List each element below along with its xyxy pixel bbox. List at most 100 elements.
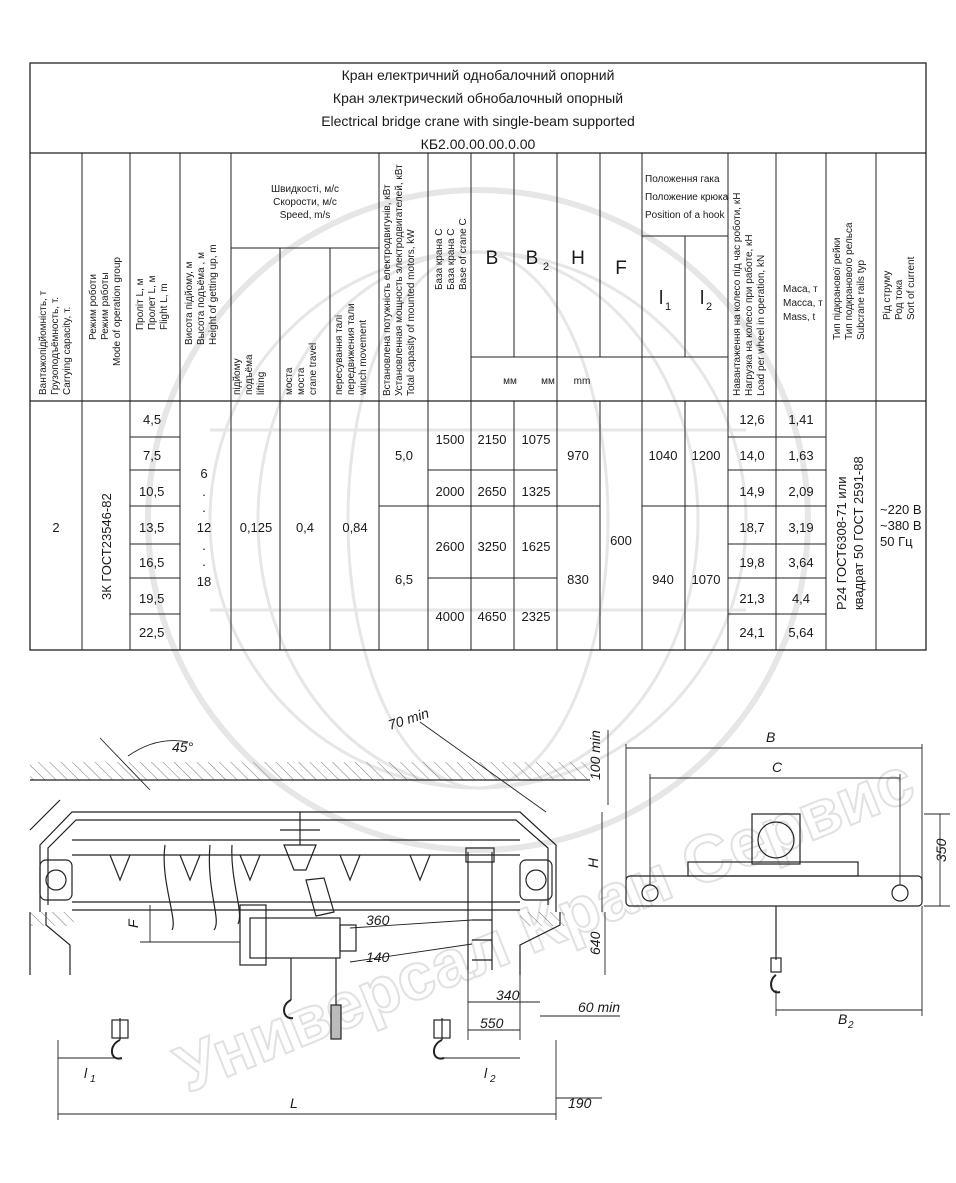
cell-mass-list: 1,41 1,63 2,09 3,19 3,64 4,4 5,64: [788, 412, 813, 640]
cell-span: 22,5: [139, 625, 164, 640]
cell-mass: 3,64: [788, 555, 813, 570]
dim-f: F: [125, 918, 141, 928]
dim-c: C: [772, 759, 783, 775]
cell-load-list: 12,6 14,0 14,9 18,7 19,8 21,3 24,1: [739, 412, 764, 640]
hdr-mode-en: Mode of operation group: [112, 257, 123, 366]
cell-span: 10,5: [139, 484, 164, 499]
hdr-col-b: B: [486, 248, 499, 269]
hdr-col-b2-sub: 2: [543, 261, 549, 273]
hdr-col-b2: B: [526, 248, 539, 269]
table-title: Кран електричний однобалочний опорний Кр…: [321, 67, 635, 152]
cell-b: 4650: [478, 609, 507, 624]
hdr-unit-mm-2: мм: [541, 376, 555, 387]
hdr-load-uk: Навантаження на колесо під час роботи, к…: [731, 193, 743, 396]
dim-l2: l: [484, 1065, 488, 1081]
dim-100-min: 100 min: [587, 730, 603, 780]
cell-mass: 5,64: [788, 625, 813, 640]
dim-640: 640: [587, 931, 603, 955]
cell-power: 5,0: [395, 448, 413, 463]
hdr-hook-uk: Положення гака: [645, 174, 720, 185]
cell-base-group: 1500 2150 1075 2000 2650 1325 2600 3250 …: [436, 432, 551, 624]
dim-l1: l: [84, 1065, 88, 1081]
cell-l1: 940: [652, 572, 674, 587]
hdr-speed-crane-ru: моста: [296, 367, 307, 395]
cell-span: 16,5: [139, 555, 164, 570]
cell-load: 19,8: [739, 555, 764, 570]
hdr-power-en: Total capasity of mounted motors, kW: [406, 229, 417, 396]
cell-spans: 4,5 7,5 10,5 13,5 16,5 19,5 22,5: [139, 412, 164, 640]
hdr-speed-lift-en: lifting: [256, 372, 267, 395]
dim-60-min: 60 min: [578, 999, 620, 1015]
hdr-speed-hoist-uk: пересування талі: [334, 315, 345, 395]
table-body: 2 3К ГОСТ23546-82 4,5 7,5 10,5 13,5 16,5…: [52, 412, 921, 640]
watermark: Универсал Кран Сервис: [145, 187, 925, 1107]
hdr-current-en: Sort of current: [906, 256, 917, 320]
cell-load: 18,7: [739, 520, 764, 535]
cell-current-line: ~380 В: [880, 518, 922, 533]
cell-h: 830: [567, 572, 589, 587]
hdr-col-l2: l: [700, 288, 704, 309]
side-view-labels: B C 350 B 2: [766, 729, 949, 1031]
front-view-labels: 45° 70 min 100 min H F 360 140 640 340 5…: [84, 705, 620, 1111]
cell-speed-hoist: 0,84: [342, 520, 367, 535]
dim-b2-sub: 2: [847, 1020, 854, 1031]
cell-mass: 3,19: [788, 520, 813, 535]
cell-mode: 3К ГОСТ23546-82: [99, 493, 114, 600]
hdr-mass-ru: Масса, т: [783, 298, 823, 309]
cell-height-value: .: [202, 500, 206, 515]
front-view-dimensions: [57, 721, 620, 1120]
cell-height-value: 18: [197, 574, 211, 589]
cell-b: 2150: [478, 432, 507, 447]
cell-span: 7,5: [143, 448, 161, 463]
cell-load: 24,1: [739, 625, 764, 640]
cell-load: 14,9: [739, 484, 764, 499]
crane-front-view: [29, 762, 590, 1060]
hdr-speed-uk: Швидкості, м/с: [271, 184, 339, 195]
hdr-speed-hoist-en: winch movement: [358, 320, 369, 396]
hdr-speed-lift-uk: підйому: [232, 358, 243, 395]
hdr-speed-hoist-ru: передвижения тали: [346, 303, 357, 395]
hdr-base-ru: База крана С: [446, 228, 457, 290]
cell-l1: 1040: [649, 448, 678, 463]
cell-span: 13,5: [139, 520, 164, 535]
cell-current-line: ~220 В: [880, 502, 922, 517]
cell-b2: 1625: [522, 539, 551, 554]
dim-b: B: [766, 729, 775, 745]
hdr-col-f: F: [615, 258, 627, 279]
cell-base-c: 4000: [436, 609, 465, 624]
hdr-rail-en: Subcrane rails typ: [856, 260, 867, 340]
cell-mass: 1,41: [788, 412, 813, 427]
hdr-current-uk: Рід струму: [882, 271, 893, 320]
cell-power: 6,5: [395, 572, 413, 587]
dim-550: 550: [480, 1015, 504, 1031]
hdr-hook-ru: Положение крюка: [645, 192, 729, 203]
hdr-rail-uk: Тип підкранової рейки: [832, 238, 843, 341]
title-line-en: Electrical bridge crane with single-beam…: [321, 113, 635, 129]
dim-angle: 45°: [172, 739, 194, 755]
cell-h: 970: [567, 448, 589, 463]
cell-mass: 2,09: [788, 484, 813, 499]
hdr-rail-ru: Тип подкранового рельса: [844, 222, 855, 340]
hdr-unit-mm-1: мм: [503, 376, 517, 387]
cell-speed-crane: 0,4: [296, 520, 314, 535]
cell-span: 4,5: [143, 412, 161, 427]
dim-350: 350: [933, 838, 949, 862]
cell-base-c: 2600: [436, 539, 465, 554]
hdr-span-uk: Проліт L, м: [135, 278, 146, 330]
hdr-speed-lift-ru: подъёма: [244, 354, 255, 395]
dim-span-l: L: [290, 1095, 298, 1111]
hdr-speed-ru: Скорости, м/с: [273, 197, 337, 208]
hdr-base-uk: База крана С: [434, 228, 445, 290]
hdr-power-uk: Встановлена потужність електродвигунів, …: [382, 184, 393, 396]
cell-height-value: .: [202, 554, 206, 569]
hdr-mass-en: Mass, t: [783, 312, 815, 323]
cell-f: 600: [610, 533, 632, 548]
hdr-capacity-ru: Грузоподъёмность, т.: [50, 297, 61, 395]
cell-mass: 4,4: [792, 591, 810, 606]
dim-70-min: 70 min: [386, 705, 431, 733]
dim-190: 190: [568, 1095, 592, 1111]
cell-height: 6 . . 12 . . 18: [197, 466, 211, 589]
hdr-height-en: Height of getting up, m: [208, 244, 219, 345]
hdr-load-en: Load per wheel in operation, kN: [756, 255, 767, 396]
cell-speed-lift: 0,125: [240, 520, 273, 535]
